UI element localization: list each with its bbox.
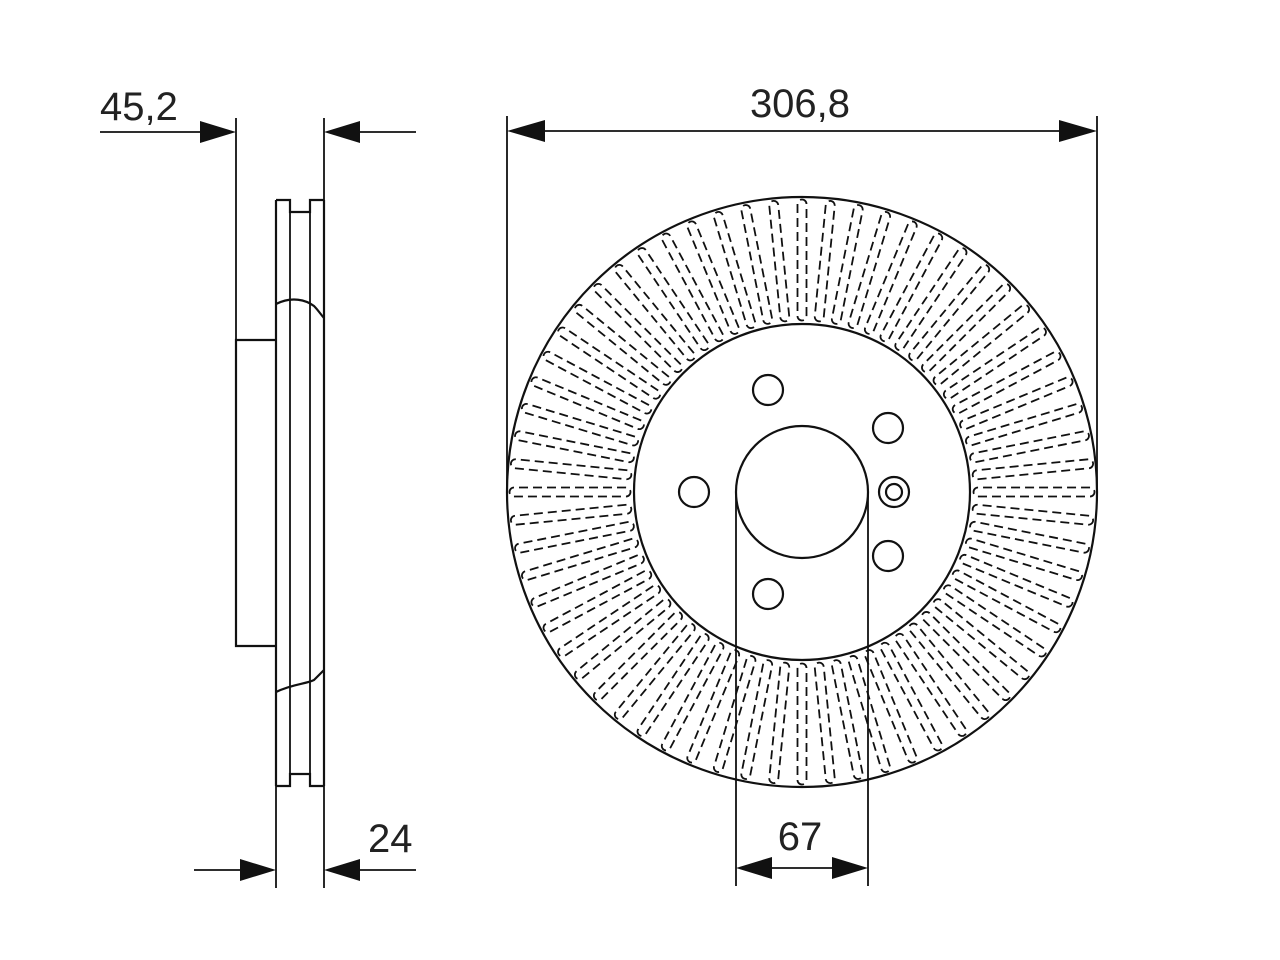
cooling-vane (965, 403, 1083, 447)
bolt-hole (871, 539, 905, 573)
cooling-vane (879, 232, 944, 343)
arrow-head (1059, 120, 1097, 142)
cooling-vane (510, 503, 633, 526)
cooling-vanes (508, 198, 1096, 786)
cooling-vane (768, 200, 791, 323)
cooling-vane (863, 220, 918, 335)
cooling-vane (951, 350, 1062, 415)
cooling-vane (660, 641, 725, 752)
arrow-head (324, 859, 360, 881)
cooling-vane (831, 204, 864, 325)
cooling-vane (921, 282, 1012, 373)
cooling-vane (660, 232, 725, 343)
rim-bottom (276, 772, 324, 788)
cooling-vane (508, 486, 632, 498)
cooling-vane (592, 282, 683, 373)
cooling-vane (932, 303, 1030, 386)
cooling-vane (514, 521, 635, 554)
cooling-vane (969, 430, 1090, 463)
cooling-vane (530, 553, 645, 608)
cooling-vane (847, 655, 891, 773)
bolt-hole (871, 411, 905, 445)
cooling-vane (972, 486, 1096, 498)
friction-ring-inner-edge (632, 322, 972, 662)
disc-outer-edge (505, 195, 1099, 789)
thickness-label: 24 (368, 817, 413, 861)
cooling-vane (879, 641, 944, 752)
bolt-hole (751, 373, 785, 407)
cooling-vane (796, 198, 808, 322)
cooling-vane (713, 211, 757, 329)
cooling-vane (542, 569, 653, 634)
cooling-vane (813, 661, 836, 784)
cooling-vane (921, 611, 1012, 702)
arrow-head (240, 859, 276, 881)
cooling-vane (613, 263, 696, 362)
cooling-vane (592, 611, 683, 702)
cooling-vane (530, 376, 645, 431)
cooling-vane (943, 326, 1047, 400)
cooling-vane (971, 503, 1094, 526)
cooling-vane (514, 430, 635, 463)
cooling-vane (969, 521, 1090, 554)
locating-screw-head (884, 482, 904, 502)
rim-top (276, 198, 324, 214)
cooling-vane (573, 598, 672, 681)
cooling-vane (636, 633, 710, 737)
cooling-vane (740, 204, 773, 325)
cooling-vane (542, 350, 653, 415)
hub-body (234, 338, 276, 648)
cooling-vane (521, 537, 639, 581)
cooling-vane (971, 458, 1094, 481)
cooling-vane (932, 598, 1030, 681)
cooling-vane (959, 376, 1074, 431)
cooling-vane (847, 211, 891, 329)
locating-screw-hole (877, 475, 911, 509)
arrow-head (832, 857, 868, 879)
outer-diameter-label: 306,8 (750, 82, 850, 126)
arrow-head (507, 120, 545, 142)
cooling-vane (686, 220, 741, 335)
bolt-hole (677, 475, 711, 509)
center-bore (734, 424, 870, 560)
bore-diameter-label: 67 (778, 815, 823, 859)
cooling-vane (521, 403, 639, 447)
break-curve-bottom (275, 669, 325, 693)
cooling-vane (557, 326, 661, 400)
side-view: 45,2 24 (100, 85, 416, 888)
arrow-head (200, 121, 236, 143)
cooling-vane (557, 584, 661, 658)
cooling-vane (636, 247, 710, 351)
front-view: 306,8 67 (505, 82, 1099, 886)
cooling-vane (686, 649, 741, 764)
cooling-vane (908, 622, 991, 721)
cooling-vane (613, 622, 696, 721)
cooling-vane (510, 458, 633, 481)
bolt-hole (751, 577, 785, 611)
arrow-head (324, 121, 360, 143)
cooling-vane (813, 200, 836, 323)
hub-height-label: 45,2 (100, 85, 178, 129)
cooling-vane (908, 263, 991, 362)
cooling-vane (768, 661, 791, 784)
cooling-vane (894, 247, 968, 351)
cooling-vane (863, 649, 918, 764)
break-curve-top (275, 298, 325, 319)
cooling-vane (573, 303, 672, 386)
cooling-vane (965, 537, 1083, 581)
cooling-vane (894, 633, 968, 737)
cooling-vane (831, 659, 864, 780)
cooling-vane (943, 584, 1047, 658)
arrow-head (736, 857, 772, 879)
cooling-vane (713, 655, 757, 773)
cooling-vane (959, 553, 1074, 608)
cooling-vane (951, 569, 1062, 634)
cooling-vane (796, 662, 808, 786)
cooling-vane (740, 659, 773, 780)
